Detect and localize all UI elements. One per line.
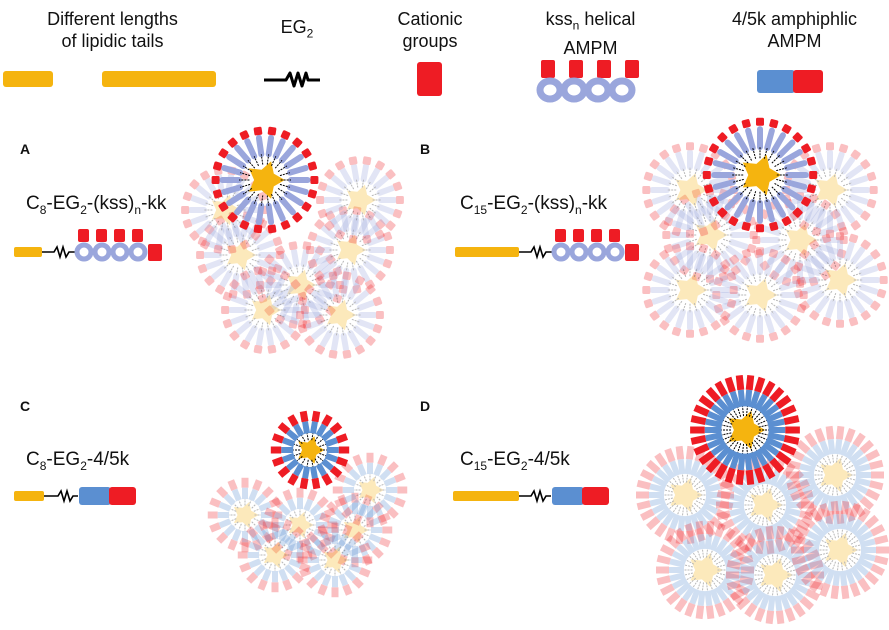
panel-b-background-micelle [642,242,738,338]
panel-d-background-micelle [786,425,884,525]
legend-eg2-label: EG2 [280,17,314,41]
panel-d-micelle-assembly [636,375,889,625]
legend-kss-label: kssn helical AMPM [545,9,636,58]
panel-b-background-micelle [712,247,808,343]
panel-b-molecule-icon [455,229,639,262]
amphiphilic-hydrophobic-block [757,70,795,93]
panel-d-molecule-icon [453,487,609,505]
panel-b-highlight-micelle [702,117,818,233]
panel-a-letter: A [20,141,31,157]
panel-d-background-micelle [656,520,754,620]
legend-lipid-tails-label: Different lengths of lipidic tails [47,9,178,51]
panel-a-highlight-micelle [211,126,319,234]
panel-a-background-micelle [316,156,404,244]
panel-d-formula: C15-EG2-4/5k [460,449,570,473]
panel-c-molecule-icon [14,487,136,505]
panel-c-background-micelle [237,517,313,593]
panel-c-formula: C8-EG2-4/5k [26,449,130,473]
panel-d-highlight-micelle [690,375,800,485]
panel-b-micelle-assembly [642,117,888,343]
panel-a-background-micelle [196,211,284,299]
panel-d-background-micelle [791,500,889,600]
panel-a-formula: C8-EG2-(kss)n-kk [26,193,167,217]
panel-b-background-micelle [792,232,888,328]
legend-cationic-label: Cationic groups [397,9,463,51]
panel-c-letter: C [20,398,31,414]
panel-c-background-micelle [262,487,338,563]
panel-d-letter: D [420,398,431,414]
panel-b-formula: C15-EG2-(kss)n-kk [460,193,608,217]
amphiphilic-cationic-block [793,70,823,93]
panel-b-background-micelle [782,142,878,238]
short-lipid-tail [3,71,53,87]
long-lipid-tail [102,71,216,87]
panel-c-micelle-assembly [207,410,408,598]
panel-b-letter: B [420,141,431,157]
panel-c-background-micelle [297,522,373,598]
cationic-group-block [417,62,442,96]
panel-a-background-micelle [306,206,394,294]
panel-a-micelle-assembly [181,126,404,359]
panel-c-background-micelle [317,492,393,568]
panel-a-background-micelle [296,271,384,359]
legend-amphiphilic-label: 4/5k amphiphlic AMPM [731,9,858,51]
panel-c-highlight-micelle [270,410,350,490]
eg2-linker-icon [264,71,320,88]
panel-a-molecule-icon [14,229,162,262]
panel-c-background-micelle [207,477,283,553]
panel-a-background-micelle [221,266,309,354]
panel-d-background-micelle [726,525,824,625]
panel-a-background-micelle [256,241,344,329]
kss-helical-ampm-icon [536,60,639,103]
